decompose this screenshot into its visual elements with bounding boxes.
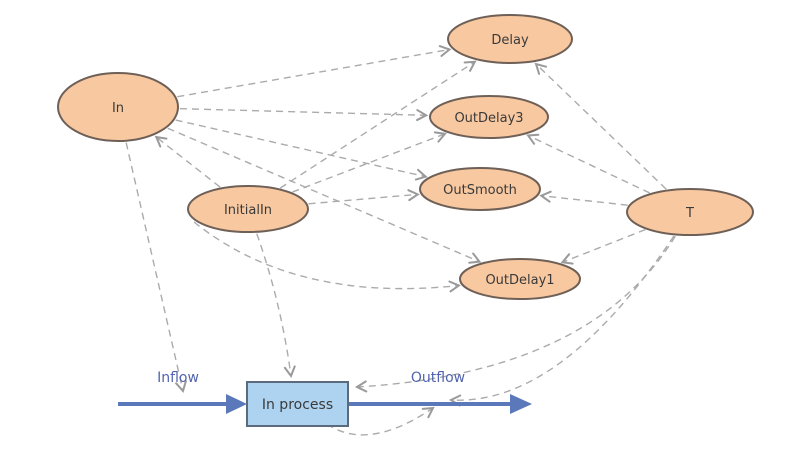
link-in-outdelay3 bbox=[179, 107, 429, 122]
stock-inprocess[interactable]: In process bbox=[246, 381, 349, 427]
node-label-t: T bbox=[685, 206, 694, 221]
node-outdelay3[interactable]: OutDelay3 bbox=[429, 95, 549, 139]
node-ellipse-delay[interactable] bbox=[447, 14, 573, 64]
link-initialin-delay bbox=[279, 60, 477, 189]
link-in-inflow bbox=[125, 142, 187, 394]
node-t[interactable]: T bbox=[626, 188, 754, 236]
link-inprocess-outflow bbox=[326, 406, 435, 436]
link-t-outdelay3 bbox=[526, 133, 650, 194]
dependency-links bbox=[125, 45, 676, 436]
node-outsmooth[interactable]: OutSmooth bbox=[419, 167, 541, 211]
link-initialin-inprocess bbox=[256, 233, 296, 379]
stock-label: In process bbox=[262, 397, 333, 413]
node-label-in: In bbox=[112, 101, 124, 116]
node-label-delay: Delay bbox=[491, 33, 529, 48]
flow-inflow: Inflow bbox=[118, 370, 247, 414]
node-in[interactable]: In bbox=[57, 72, 179, 142]
link-in-outdelay1 bbox=[167, 127, 482, 264]
node-label-outdelay3: OutDelay3 bbox=[454, 111, 523, 126]
link-initialin-in bbox=[154, 135, 221, 188]
node-initialin[interactable]: InitialIn bbox=[187, 185, 309, 233]
node-label-outsmooth: OutSmooth bbox=[443, 183, 517, 198]
link-initialin-outdelay3 bbox=[292, 131, 447, 193]
outflow-label: Outflow bbox=[411, 370, 465, 386]
node-ellipse-in[interactable] bbox=[57, 72, 179, 142]
node-delay[interactable]: Delay bbox=[447, 14, 573, 64]
inflow-label: Inflow bbox=[157, 370, 199, 386]
node-ellipse-initialin[interactable] bbox=[187, 185, 309, 233]
node-label-initialin: InitialIn bbox=[224, 203, 272, 218]
link-t-outsmooth bbox=[539, 190, 628, 206]
inflow-arrowhead-icon bbox=[226, 394, 247, 414]
flow-outflow: Outflow bbox=[349, 370, 532, 414]
node-ellipse-outdelay3[interactable] bbox=[429, 95, 549, 139]
link-t-outdelay1 bbox=[560, 228, 646, 265]
node-ellipse-outsmooth[interactable] bbox=[419, 167, 541, 211]
node-outdelay1[interactable]: OutDelay1 bbox=[459, 258, 581, 300]
node-ellipse-outdelay1[interactable] bbox=[459, 258, 581, 300]
link-in-delay bbox=[177, 45, 452, 98]
node-ellipse-t[interactable] bbox=[626, 188, 754, 236]
stock-box[interactable] bbox=[246, 381, 349, 427]
link-t-delay bbox=[534, 62, 667, 190]
link-initialin-outsmooth bbox=[308, 189, 420, 205]
outflow-arrowhead-icon bbox=[510, 394, 532, 414]
link-t-outflow bbox=[448, 235, 675, 407]
node-label-outdelay1: OutDelay1 bbox=[485, 273, 554, 288]
